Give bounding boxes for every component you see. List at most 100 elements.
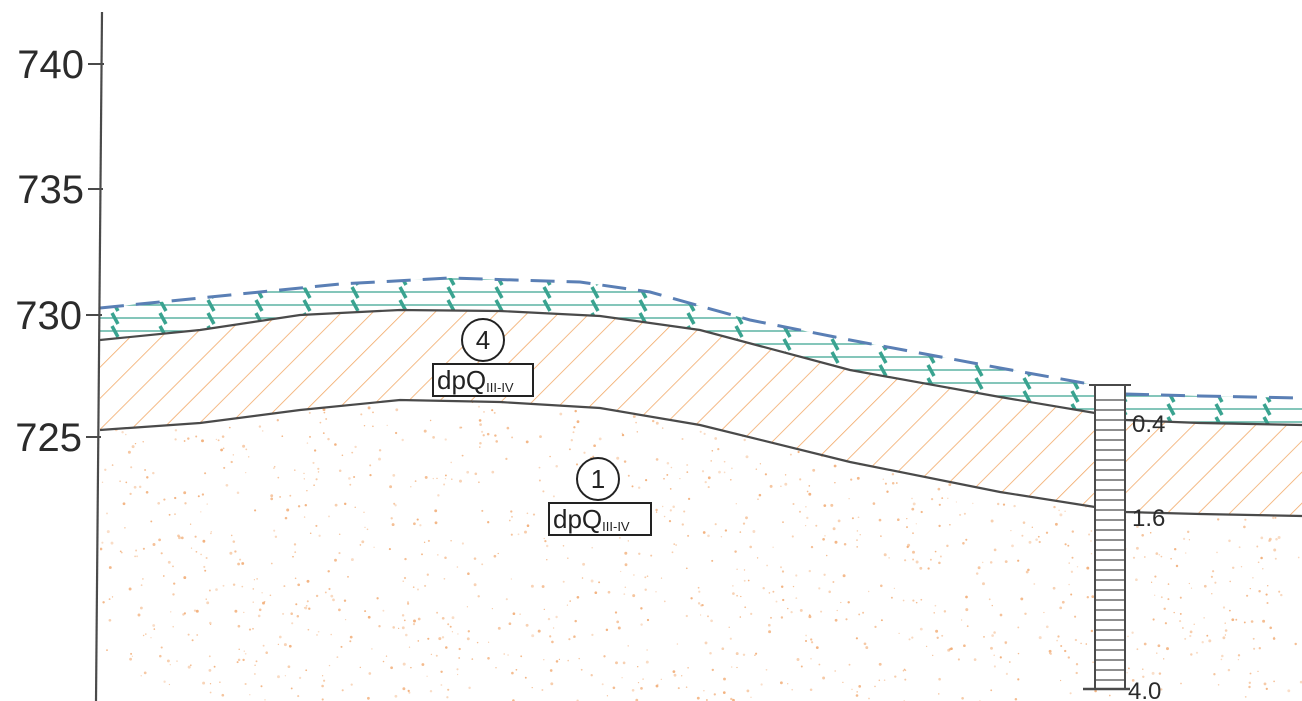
sand-dot <box>416 518 419 521</box>
sand-dot <box>927 567 930 570</box>
sand-dot <box>698 590 701 593</box>
sand-dot <box>1086 566 1090 570</box>
sand-dot <box>1160 596 1163 599</box>
sand-dot <box>868 697 870 700</box>
sand-dot <box>401 614 405 617</box>
sand-dot <box>312 461 315 464</box>
sand-dot <box>427 539 430 542</box>
sand-dot <box>221 693 225 697</box>
sand-dot <box>441 636 445 639</box>
sand-dot <box>711 559 714 562</box>
sand-dot <box>834 540 838 544</box>
sand-dot <box>273 465 276 468</box>
sand-dot <box>291 622 294 625</box>
sand-dot <box>407 602 410 605</box>
sand-dot <box>850 478 853 481</box>
sand-dot <box>792 585 795 588</box>
sand-dot <box>408 691 411 694</box>
sand-dot <box>390 517 393 520</box>
sand-dot <box>289 494 292 497</box>
sand-dot <box>242 562 244 565</box>
sand-dot <box>791 535 794 538</box>
sand-dot <box>1273 548 1277 552</box>
sand-dot <box>146 476 149 479</box>
sand-dot <box>675 544 677 546</box>
sand-dot <box>309 532 312 535</box>
sand-dot <box>736 594 738 597</box>
sand-dot <box>805 506 807 508</box>
sand-dot <box>340 645 343 648</box>
sand-dot <box>804 524 807 527</box>
sand-dot <box>856 530 859 532</box>
sand-dot <box>735 503 737 505</box>
sand-dot <box>538 479 541 482</box>
sand-dot <box>732 585 734 587</box>
sand-dot <box>780 616 784 619</box>
sand-dot <box>962 542 965 545</box>
sand-dot <box>810 545 814 549</box>
sand-dot <box>392 626 395 629</box>
sand-dot <box>550 682 554 686</box>
sand-dot <box>768 630 772 634</box>
layer-number-circle <box>461 318 505 362</box>
sand-dot <box>481 509 484 512</box>
sand-dot <box>1243 525 1246 529</box>
sand-dot <box>670 466 673 469</box>
tick-label-735: 735 <box>17 168 84 212</box>
sand-dot <box>837 519 841 523</box>
sand-dot <box>1013 504 1016 508</box>
tick-label-725: 725 <box>15 416 82 460</box>
sand-dot <box>934 604 937 607</box>
sand-dot <box>880 535 882 537</box>
sand-dot <box>183 440 186 442</box>
sand-dot <box>264 699 266 701</box>
sand-dot <box>707 615 709 618</box>
sand-dot <box>1166 647 1169 651</box>
sand-dot <box>828 590 831 594</box>
sand-dot <box>193 609 197 612</box>
sand-dot <box>635 421 637 424</box>
sand-dot <box>637 682 640 684</box>
sand-dot <box>702 531 706 534</box>
sand-dot <box>545 544 549 548</box>
sand-dot <box>718 470 721 474</box>
sand-dot <box>450 540 452 542</box>
sand-dot <box>306 490 308 492</box>
sand-dot <box>236 491 240 494</box>
sand-dot <box>1256 545 1259 548</box>
sand-dot <box>510 533 513 536</box>
sand-dot <box>683 510 686 513</box>
sand-dot <box>1227 668 1231 672</box>
sand-dot <box>735 652 739 656</box>
sand-dot <box>237 658 241 662</box>
sand-dot <box>108 598 111 601</box>
sand-dot <box>414 480 417 482</box>
sand-dot <box>1151 671 1155 675</box>
sand-dot <box>426 573 429 576</box>
sand-dot <box>124 526 126 529</box>
sand-dot <box>412 586 415 588</box>
sand-dot <box>842 681 844 684</box>
sand-dot <box>999 656 1002 659</box>
sand-dot <box>1229 609 1231 612</box>
elevation-axis-ticks <box>86 63 104 438</box>
sand-dot <box>382 660 385 663</box>
sand-dot <box>178 536 181 540</box>
borehole-rungs <box>1095 399 1125 681</box>
sand-dot <box>1278 590 1281 593</box>
sand-dot <box>1238 546 1241 549</box>
sand-dot <box>206 601 210 605</box>
sand-dot <box>594 591 598 595</box>
sand-dot <box>369 464 372 467</box>
sand-dot <box>407 689 410 693</box>
sand-dot <box>524 530 527 534</box>
sand-dot <box>1025 570 1029 574</box>
sand-dot <box>1155 552 1159 555</box>
boundary-topsoil-base <box>99 308 1302 427</box>
sand-dot <box>655 421 659 425</box>
sand-dot <box>195 609 199 613</box>
sand-dot <box>111 596 114 598</box>
sand-dot <box>328 664 331 667</box>
sand-dot <box>555 465 558 468</box>
sand-dot <box>631 688 635 692</box>
